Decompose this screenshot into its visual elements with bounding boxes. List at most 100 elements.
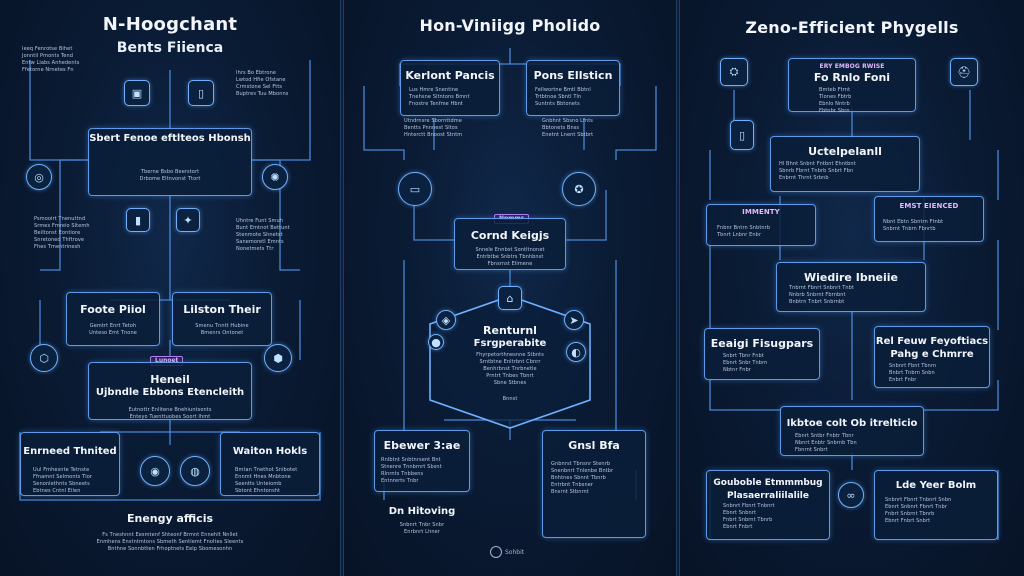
- box-g-head: Ikbtoe colt Ob itrelticio: [786, 418, 918, 429]
- footer-logo: Sohbit: [490, 546, 524, 558]
- box-g-text: Ebnrt Sntbr Fnbtr Tbnr Nbnrt Enbtr Snbrn…: [795, 433, 857, 453]
- car-icon: ▣: [124, 80, 150, 106]
- hex-head2: Fsrgperabite: [473, 338, 547, 349]
- center-text: Snnele Ennbst Sontltnonet Entrbtbe Snbtr…: [475, 247, 545, 267]
- right-mid-text: Uhntre Funt Smuh Bunt Emtnot Bettunt Ste…: [236, 218, 290, 252]
- bottom-left-text: Uul Frnhesnte Tetnste Ffnamnt Selmonts T…: [33, 467, 93, 494]
- box-a-head: Uctelpelanll: [808, 145, 882, 158]
- box-h: Gouboble Etmmmbug Plasaerraliilalile Snb…: [706, 470, 830, 540]
- box-top-left: Kerlont Pancis Lus Hmre Snentine Tnehsne…: [400, 60, 500, 116]
- panel-right-title: Zeno-Efficient Phygells: [745, 18, 959, 37]
- box-right-label: Lilston Their: [183, 303, 261, 316]
- device-icon: ▯: [730, 120, 754, 150]
- hex-bottom: Bnnst: [502, 396, 518, 402]
- box-f-head1: Rel Feuw Feyoftiacs: [875, 336, 989, 347]
- box-c-tag: EMST EIENCED: [899, 202, 959, 210]
- dot-icon-left: ●: [428, 334, 444, 350]
- left-top-text: Ieeq Fenrotse Bihet Jonntil Pmonts Tend …: [22, 46, 80, 73]
- right-top-text: Ihrs Bo Ebtrone Lwtod Hfie Ofstane Crmst…: [236, 70, 289, 97]
- left-mid-text: Psmooirt Tnenuttnd Srmes Fmreio Sltemh B…: [34, 216, 90, 250]
- box-b-tag: IMMENTY: [742, 208, 780, 216]
- phone-icon: ▯: [188, 80, 214, 106]
- wrench-icon: ✦: [176, 208, 200, 232]
- box-tl-text: Lus Hmre Snentine Tnehsne Sltntons Bmnt …: [409, 87, 470, 107]
- box-d-head: Wiedire Ibneiie: [804, 271, 898, 284]
- right-box-text: Gnbnrst Tbnsnr Stenrb Snenbnrt Tnlenbe B…: [551, 461, 614, 495]
- bottom-right-box: Waiton Hokls Bmtan Tnethot Snibotet Ennm…: [220, 432, 320, 496]
- box-i-text: Snbnrt Fbnrt Tnbnrt Snbn Ebnrt Snbnrt Fb…: [885, 497, 952, 524]
- box-left-text: Gemtrt Enrt Tetoh Unteso Emt Tnone: [89, 323, 137, 336]
- box-f-head2: Pahg e Chmrre: [890, 349, 974, 360]
- left-lower-box: Ebewer 3:ae Rnlbtnt Snbtnrsent Bnt Stnen…: [374, 430, 470, 492]
- list-right: Gnbhnt Sbsno Lfnts Bbtonets Bnss Enetnt …: [542, 118, 594, 138]
- right-lower-box: Gnsl Bfa Gnbnrst Tbnsnr Stenrb Snenbnrt …: [542, 430, 646, 538]
- box-tl-head: Kerlont Pancis: [405, 69, 495, 82]
- box-tr-text: Fellwortne Bmtl Bbtnl Trtbtnoe Sbntl Tln…: [535, 87, 591, 107]
- panel-divider-2: [676, 0, 680, 576]
- logo-icon: [490, 546, 502, 558]
- box-e: Eeaigi Fisugpars Snbrt Tbnr Fnbt Ebnrt S…: [704, 328, 820, 380]
- left-bottom-label: Dn Hitoving: [388, 506, 456, 517]
- center-head: Cornd Keigjs: [470, 229, 550, 242]
- box-f-text: Snbnrt Fbnt Tbnrn Bnbrt Tnbrn Snbn Enbrt…: [889, 363, 937, 383]
- logo-text: Sohbit: [505, 548, 525, 556]
- box-a: Uctelpelanll Hl Bhnt Snbnt Fntbnt Ehntbn…: [770, 136, 920, 192]
- globe-icon: ◎: [26, 164, 52, 190]
- center-box: Cornd Keigjs Snnele Ennbst Sontltnonet E…: [454, 218, 566, 270]
- main-box-head2: Ujbndle Ebbons Etencleith: [95, 387, 245, 398]
- list-left: Utndrnsre Sbornttdme Bentts Pnnnest Slto…: [404, 118, 463, 138]
- hexagon-icon: ⬢: [264, 344, 292, 372]
- panel-left-subtitle: Bents Fiienca: [116, 40, 224, 56]
- box-c-text: Nbnt Ebtn Sbntrn Ftnbt Snbrnt Tnbrn Fbnr…: [883, 219, 944, 232]
- top-box: ERY EMBOG RWISE Fo Rnlo Foni Bmteb Ftrnt…: [788, 58, 916, 114]
- box-c: EMST EIENCED Nbnt Ebtn Sbntrn Ftnbt Snbr…: [874, 196, 984, 242]
- footer-text: Fs Tneshnnt Eesmtenf Shteonf Brmnt Enneh…: [96, 532, 244, 552]
- gear-icon: ✺: [262, 164, 288, 190]
- top-tag: ERY EMBOG RWISE: [819, 63, 885, 70]
- camera-icon: ◉: [140, 456, 170, 486]
- left-box-head: Ebewer 3:ae: [383, 439, 461, 452]
- chart-icon: ◈: [436, 310, 456, 330]
- footer-label: Enengy afficis: [126, 512, 214, 525]
- box-h-head1: Gouboble Etmmmbug: [713, 478, 823, 488]
- panel-middle-title: Hon-Viniigg Pholido: [419, 16, 601, 35]
- binoculars-icon: ∞: [838, 482, 864, 508]
- box-a-text: Hl Bhnt Snbnt Fntbnt Ehntbnt Sbnrb Fbrnt…: [779, 161, 856, 181]
- bottom-right-text: Bmtan Tnethot Snibotet Ennmt Hnes Mnbton…: [235, 467, 298, 494]
- badge-icon: ✪: [562, 172, 596, 206]
- hex-head1: Renturnl: [483, 324, 537, 337]
- laptop-icon: ▭: [398, 172, 432, 206]
- robot-icon: ⛭: [720, 58, 748, 86]
- top-text: Bmteb Ftrnt Tlones Fbtrb Ebnlo Nntrb Fbt…: [819, 87, 852, 114]
- box-right: Lilston Their Smenu Tnntt Hubine Bmenrs …: [172, 292, 272, 346]
- shield-icon: ⬡: [30, 344, 58, 372]
- panel-left: N-Hoogchant Bents Fiienca Ieeq Fenrotse …: [0, 0, 340, 576]
- panel-middle: Hon-Viniigg Pholido Kerlont Pancis Lus H…: [344, 0, 676, 576]
- box-tr-head: Pons Ellsticn: [533, 69, 613, 82]
- box-d: Wiedire Ibneiie Tnbrnt Fbnrt Snbnrt Tnbt…: [776, 262, 926, 312]
- main-box-head1: Heneil: [150, 373, 190, 386]
- hex-text: Fhyrpetorthnesnne Stbnts Srntbtne Enltrb…: [476, 352, 544, 386]
- dot-icon-right: ◐: [566, 342, 586, 362]
- house-icon: ⌂: [498, 286, 522, 310]
- box-h-text: Snbnrt Fbnrt Tnbnrt Ebnrt Snbnrt Fnbrt S…: [723, 503, 775, 530]
- box-e-text: Snbrt Tbnr Fnbt Ebnrt Snbr Tnbrn Nbtnr F…: [723, 353, 768, 373]
- panel-divider-1: [340, 0, 344, 576]
- box-h-head2: Plasaerraliilalile: [726, 491, 809, 501]
- main-feature-box: Heneil Ujbndle Ebbons Etencleith Eutnott…: [88, 362, 252, 420]
- eye-icon: ◍: [180, 456, 210, 486]
- bottom-right-label: Waiton Hokls: [232, 446, 308, 457]
- panel-right: Zeno-Efficient Phygells ⛭ ⛑ ERY EMBOG RW…: [680, 0, 1024, 576]
- bottom-left-box: Enrneed Thnited Uul Frnhesnte Tetnste Ff…: [20, 432, 120, 496]
- box-f: Rel Feuw Feyoftiacs Pahg e Chmrre Snbnrt…: [874, 326, 990, 388]
- box-left-label: Foote Piiol: [80, 303, 146, 316]
- center-box-head: Sbert Fenoe eftlteos Hbonsh: [89, 133, 251, 144]
- box-d-text: Tnbrnt Fbnrt Snbnrt Tnbt Nnbrb Snbrnt Fb…: [789, 285, 854, 305]
- box-left: Foote Piiol Gemtrt Enrt Tetoh Unteso Emt…: [66, 292, 160, 346]
- box-b-text: Fnbnr Bntrn Snbtnrb Tbnrt Lnbnr Enbr: [717, 225, 771, 238]
- bottom-left-label: Enrneed Thnited: [23, 446, 117, 457]
- right-box-head: Gnsl Bfa: [568, 439, 620, 452]
- box-i: Lde Yeer Bolm Snbnrt Fbnrt Tnbnrt Snbn E…: [874, 470, 998, 540]
- box-right-text: Smenu Tnntt Hubine Bmenrs Ontonet: [195, 323, 249, 336]
- arrow-icon: ➤: [564, 310, 584, 330]
